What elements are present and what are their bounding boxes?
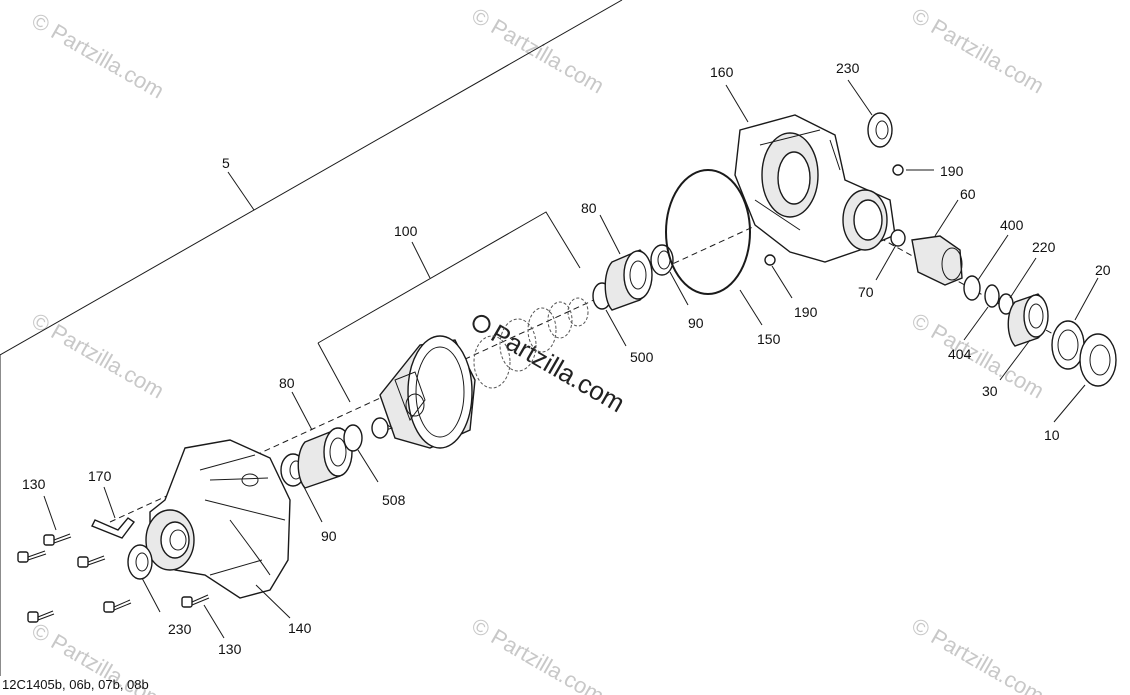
breather-tube — [91, 517, 136, 539]
callout-220: 220 — [1032, 239, 1056, 255]
bolt — [43, 533, 72, 546]
watermark: © Partzilla.com — [908, 613, 1049, 695]
watermark: © Partzilla.com — [28, 8, 169, 104]
callout-20: 20 — [1095, 262, 1111, 278]
watermark: © Partzilla.com — [468, 3, 609, 99]
seal-10 — [1079, 333, 1117, 387]
callout-160: 160 — [710, 64, 734, 80]
bolt — [27, 610, 55, 623]
pinion-60 — [911, 235, 963, 286]
watermarks: © Partzilla.com © Partzilla.com © Partzi… — [28, 3, 1049, 695]
callout-190: 190 — [940, 163, 964, 179]
nut-20 — [1051, 320, 1085, 370]
callout-10: 10 — [1044, 427, 1060, 443]
callout-90: 90 — [688, 315, 704, 331]
callout-140: 140 — [288, 620, 312, 636]
shim-404 — [984, 284, 1000, 308]
bearing-80-right — [604, 249, 653, 311]
ghost-rings — [473, 297, 589, 389]
figure-code: 12C1405b, 06b, 07b, 08b — [2, 677, 149, 692]
callouts: 5 100 80 80 90 90 500 508 150 160 230 23… — [22, 60, 1111, 657]
plugs — [764, 164, 904, 266]
callout-230: 230 — [168, 621, 192, 637]
seal-right — [867, 112, 893, 148]
callout-508: 508 — [382, 492, 406, 508]
callout-60: 60 — [960, 186, 976, 202]
watermark-center: Partzilla.com — [472, 314, 630, 418]
assembly-outline — [0, 0, 623, 676]
callout-150: 150 — [757, 331, 781, 347]
callout-80: 80 — [279, 375, 295, 391]
rear-housing — [145, 439, 291, 599]
callout-80: 80 — [581, 200, 597, 216]
callout-30: 30 — [982, 383, 998, 399]
callout-190: 190 — [794, 304, 818, 320]
spacer-70 — [890, 229, 906, 247]
callout-170: 170 — [88, 468, 112, 484]
leader-lines — [43, 79, 1099, 639]
callout-90: 90 — [321, 528, 337, 544]
callout-70: 70 — [858, 284, 874, 300]
callout-130: 130 — [22, 476, 46, 492]
callout-500: 500 — [630, 349, 654, 365]
bolt — [103, 599, 132, 613]
differential — [371, 335, 476, 449]
watermark: © Partzilla.com — [468, 613, 609, 695]
shim-508 — [343, 424, 363, 452]
front-housing — [734, 114, 896, 263]
shim-400 — [963, 275, 981, 301]
watermark-center-text: Partzilla.com — [486, 318, 630, 418]
seal-left — [127, 544, 153, 580]
bearing-30 — [1007, 293, 1049, 347]
watermark: © Partzilla.com — [908, 3, 1049, 99]
bolt — [181, 594, 210, 608]
callout-130: 130 — [218, 641, 242, 657]
callout-400: 400 — [1000, 217, 1024, 233]
callout-100: 100 — [394, 223, 418, 239]
o-ring-150 — [665, 169, 751, 295]
bolt — [17, 550, 47, 563]
bolt — [77, 555, 106, 568]
bolts — [17, 533, 210, 623]
watermark: © Partzilla.com — [28, 308, 169, 404]
callout-404: 404 — [948, 346, 972, 362]
callout-5: 5 — [222, 155, 230, 171]
callout-230: 230 — [836, 60, 860, 76]
